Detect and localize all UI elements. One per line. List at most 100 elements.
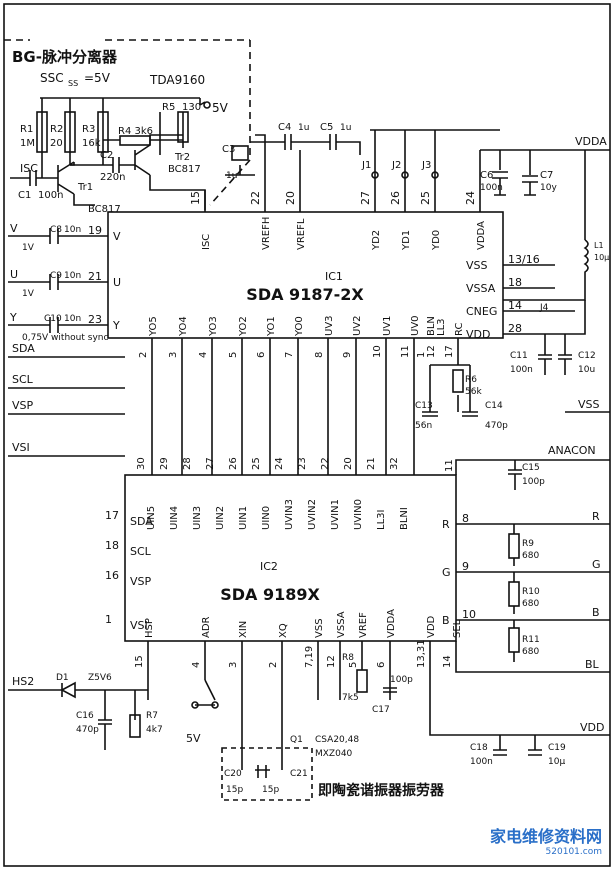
ic2-pin-name: B	[442, 614, 450, 627]
ic1-pin-num: 12	[426, 345, 437, 358]
ic1-pin-name: CNEG	[466, 305, 497, 318]
ic2-pin-num: 5	[348, 662, 359, 668]
ic1-pin-num: 9	[342, 352, 353, 358]
c12-val: 10u	[578, 365, 595, 375]
r11-label: R11	[522, 635, 540, 645]
ic2-pin-name: VSSA	[336, 611, 347, 638]
r10-label: R10	[522, 587, 540, 597]
ic2-pin-num: 23	[297, 457, 308, 470]
c1-label: C1	[18, 190, 31, 201]
ic1-body	[107, 211, 504, 339]
j2-label: J2	[391, 160, 401, 171]
ic1-pin-name: VDDA	[476, 221, 487, 250]
ic1-pin-name: UV1	[382, 315, 393, 336]
c13-label: C13	[415, 401, 433, 411]
ic2-pin-name: UVIN0	[353, 499, 364, 530]
r-out-label: R	[592, 510, 600, 523]
outer-frame	[3, 3, 611, 867]
hs2-label: HS2	[12, 675, 34, 688]
ic1-pin-num: 3	[168, 352, 179, 358]
ic2-body	[124, 474, 457, 642]
c18-label: C18	[470, 743, 488, 753]
ic1-pin-num: 28	[508, 322, 522, 335]
ic1-pin-num: 22	[249, 191, 262, 205]
ic2-pin-num: 12	[326, 655, 337, 668]
r9-label: R9	[522, 539, 534, 549]
sep-5v: 5V	[212, 101, 229, 115]
r7-label: R7	[146, 711, 158, 721]
ic2-pin-name: BLNI	[399, 507, 410, 530]
r6-val: 56k	[465, 387, 482, 397]
r1-body	[36, 111, 48, 153]
c13-val: 56n	[415, 421, 432, 431]
ic1-pin-name: YD0	[431, 230, 442, 251]
ic2-pin-num: 7,19	[304, 646, 315, 668]
c11-val: 100n	[510, 365, 533, 375]
c4-val: 1u	[298, 123, 309, 133]
j1-label: J1	[361, 160, 371, 171]
ic1-pin-num: 15	[189, 191, 202, 205]
ic1-pin-name: UV0	[410, 315, 421, 336]
c20-val: 15p	[226, 785, 243, 795]
ic2-pin-num: 21	[366, 457, 377, 470]
ic2-pin-name: SEL	[452, 619, 463, 638]
vdda-label: VDDA	[575, 135, 607, 148]
r9-val: 680	[522, 551, 539, 561]
ic1-pin-name: YO2	[238, 316, 249, 337]
c19-val: 10μ	[548, 757, 565, 767]
r7-val: 4k7	[146, 725, 163, 735]
ic1-pin-name: ISC	[201, 234, 212, 250]
ic1-pin-name: YD1	[401, 230, 412, 251]
ic2-pin-num: 27	[205, 457, 216, 470]
r11-body	[508, 627, 520, 653]
ic1-pin-num: 20	[284, 191, 297, 205]
ic1-pin-name: U	[113, 276, 121, 289]
ic1-pin-num: 8	[314, 352, 325, 358]
ic2-pin-num: 15	[134, 655, 145, 668]
ic2-pin-name: VREF	[358, 612, 369, 638]
ic1-pin-name: YO3	[208, 316, 219, 337]
separator-dashed-box	[4, 39, 251, 206]
v-in: V	[10, 222, 18, 235]
ic2-pin-num: 8	[462, 512, 469, 525]
ic2-pin-name: ADR	[201, 616, 212, 638]
c14-val: 470p	[485, 421, 508, 431]
ic2-pin-name: XQ	[278, 623, 289, 638]
c5-val: 1u	[340, 123, 351, 133]
r5-val: 130	[182, 102, 201, 113]
ic1-part: SDA 9187-2X	[246, 285, 364, 304]
ic1-pin-name: YD2	[371, 230, 382, 251]
c21-label: C21	[290, 769, 308, 779]
ic2-pin-name: UIN3	[192, 506, 203, 530]
ic2-pin-num: 1	[105, 613, 112, 626]
j3-label: J3	[421, 160, 431, 171]
ic2-pin-name: VSP	[130, 575, 152, 588]
r2-body	[64, 111, 76, 153]
ic1-pin-name: UV3	[324, 315, 335, 336]
r6-body	[452, 369, 464, 393]
b-out-label: B	[592, 606, 600, 619]
vss-label: VSS	[578, 398, 600, 411]
c12-label: C12	[578, 351, 596, 361]
ic2-pin-num: 32	[389, 457, 400, 470]
sda-label: SDA	[12, 342, 35, 355]
ic2-pin-num: 4	[191, 662, 202, 668]
ic2-pin-name: UIN0	[261, 506, 272, 530]
ic1-pin-num: 17	[444, 345, 455, 358]
ic2-pin-name: UVIN3	[284, 499, 295, 530]
r8-val: 7k5	[342, 693, 359, 703]
c15-val: 100p	[522, 477, 545, 487]
anacon-label: ANACON	[548, 444, 596, 457]
c14-label: C14	[485, 401, 503, 411]
ic2-pin-num: 30	[136, 457, 147, 470]
y-in: Y	[9, 311, 17, 324]
q1-label: Q1	[290, 735, 303, 745]
y-level: 0,75V without sync	[22, 333, 108, 343]
ic2-pin-num: 18	[105, 539, 119, 552]
ic1-pin-num: 10	[372, 345, 383, 358]
vsp-label: VSP	[12, 399, 34, 412]
r9-body	[508, 533, 520, 559]
resonator-box	[221, 747, 313, 801]
tr2-label: Tr2	[174, 152, 190, 163]
c19-label: C19	[548, 743, 566, 753]
